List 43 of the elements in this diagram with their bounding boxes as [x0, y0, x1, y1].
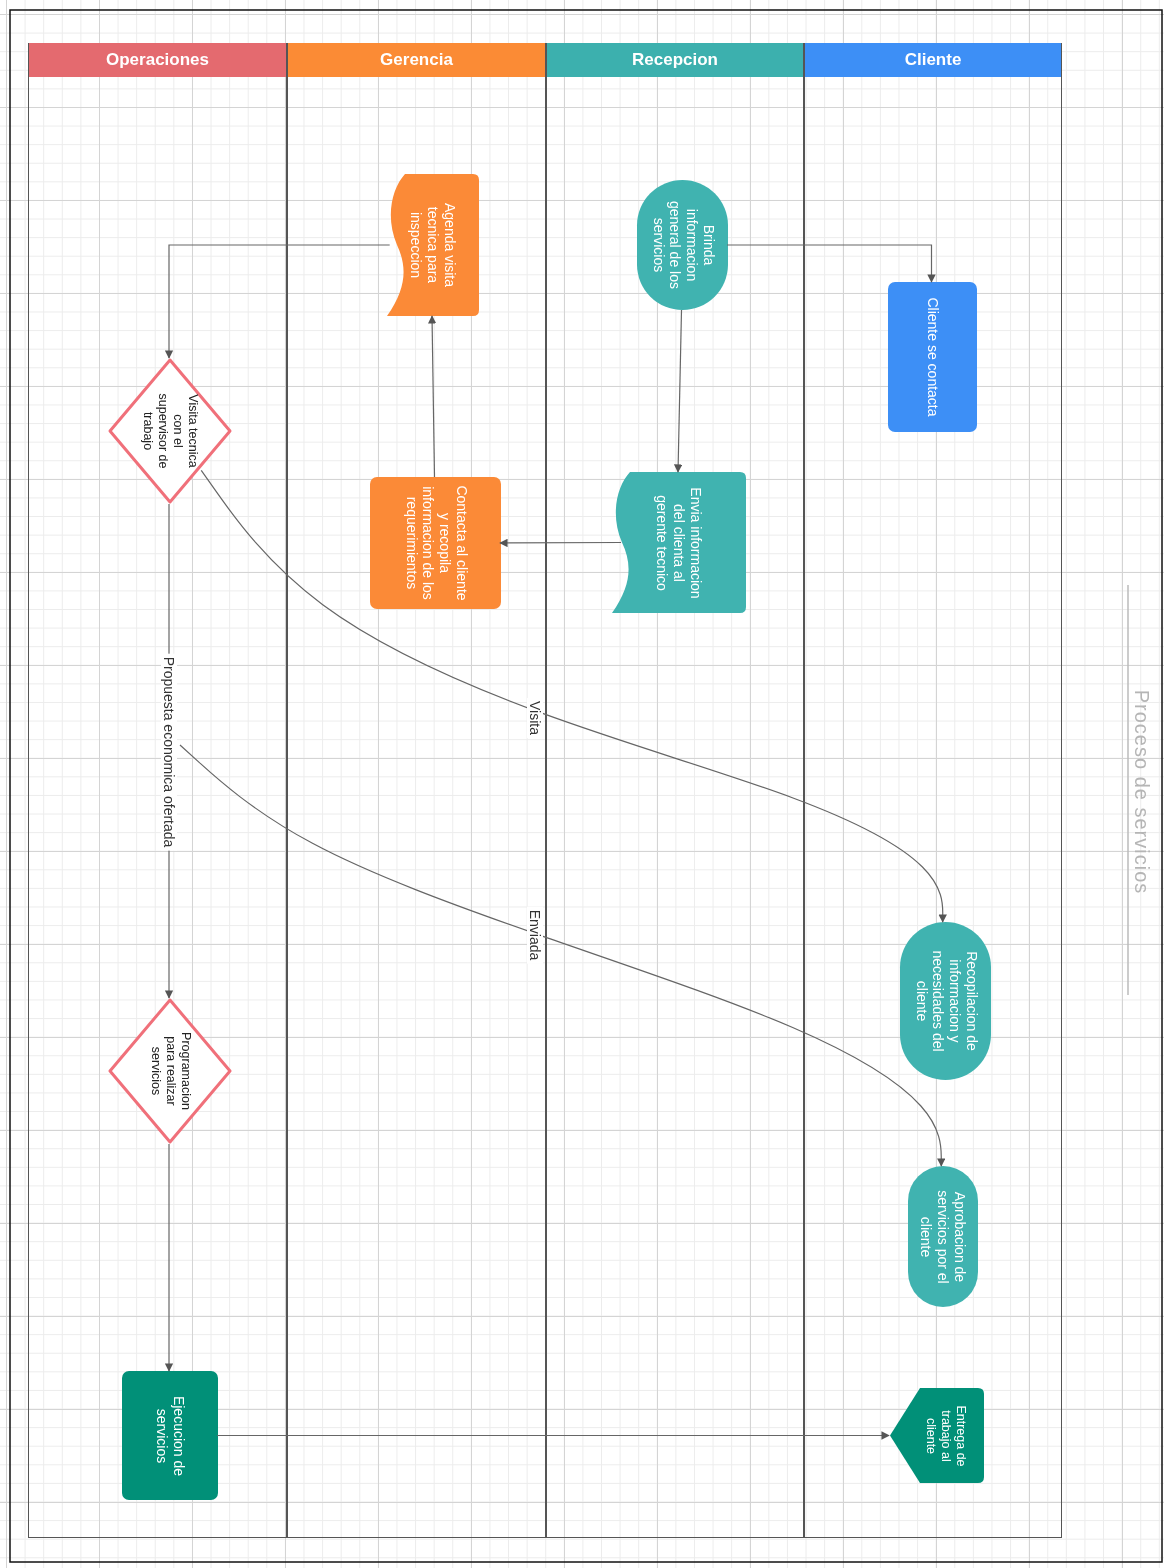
- edge-label: Propuesta economica ofertada: [161, 653, 177, 851]
- edge-label: Visita: [527, 698, 543, 738]
- swimlane: [804, 43, 1062, 1538]
- node-text: Envia informacion del clienta al gerente tecnico: [653, 485, 705, 601]
- off-page-connector: [890, 1388, 984, 1483]
- node-text: Aprobacion de servicios por el cliente: [917, 1188, 969, 1286]
- terminal-shape: [908, 1166, 978, 1307]
- terminal-shape: [900, 922, 991, 1080]
- process-box: [888, 282, 977, 432]
- arrow: [673, 309, 683, 473]
- process-box: [370, 477, 501, 609]
- arrow: [726, 244, 936, 283]
- node-text: Agenda visita tecnica para inspeccion: [407, 201, 459, 290]
- node-text: Contacta al cliente y recopila informacion de los requerimientos: [401, 485, 470, 601]
- node-text: Visita tecnica con el supervisor de trabajo: [140, 392, 200, 471]
- diagram-title: Proceso de servicios: [1129, 689, 1153, 895]
- node-text: Cliente se contacta: [924, 296, 941, 419]
- arrow: [200, 469, 947, 923]
- node-text: Ejecucion de servicios: [153, 1394, 187, 1478]
- edge-label: Enviada: [527, 906, 543, 964]
- swimlane: [546, 43, 804, 1538]
- node-text: Brinda informacion general de los servicios: [648, 200, 717, 291]
- node-text: Recopilacion de informacion y necesidades del cliente: [911, 949, 980, 1054]
- terminal-shape: [637, 180, 728, 310]
- node-text: Programacion para realizar servicios: [147, 1031, 193, 1112]
- arrow: [499, 538, 622, 548]
- lane-header: Recepcion: [547, 43, 803, 77]
- arrow: [427, 315, 437, 478]
- lane-header: Cliente: [805, 43, 1061, 77]
- swimlane: [287, 43, 546, 1538]
- arrow: [164, 244, 391, 359]
- arrow: [216, 1431, 890, 1440]
- decision-diamond: [108, 998, 232, 1144]
- process-box: [122, 1371, 218, 1500]
- decision-diamond: [108, 358, 232, 504]
- lane-header: Operaciones: [29, 43, 286, 77]
- document-shape: [387, 174, 479, 316]
- arrow: [179, 744, 946, 1167]
- document-shape: [612, 472, 746, 613]
- lane-header: Gerencia: [288, 43, 545, 77]
- swimlane: [28, 43, 287, 1538]
- arrow: [164, 1143, 174, 1372]
- node-text: Entrega de trabajo al cliente: [922, 1403, 968, 1469]
